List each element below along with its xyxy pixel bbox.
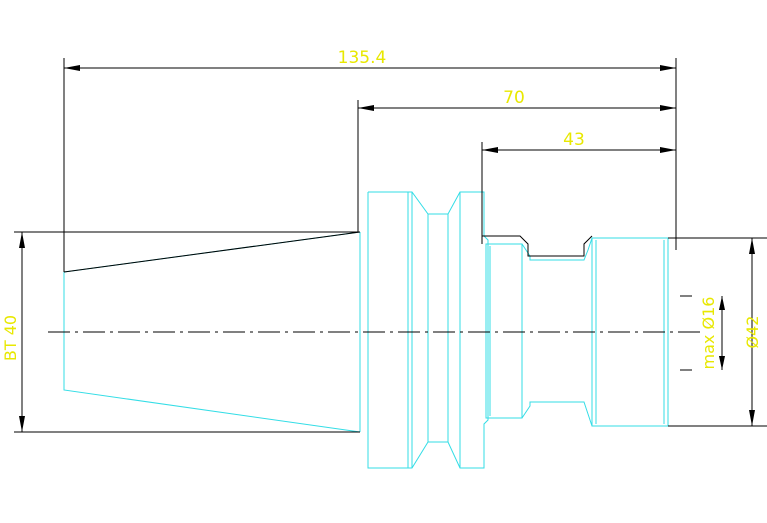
dim-max-bore: max Ø16 <box>680 295 725 371</box>
dim-overall-length: 135.4 <box>63 48 677 272</box>
dim-shank-diameter: Ø42 <box>668 237 767 427</box>
dim-shank-diameter-label: Ø42 <box>743 316 762 349</box>
part-outline <box>63 191 669 469</box>
taper-top-edge <box>63 231 361 273</box>
dim-flange-to-end-label: 70 <box>503 88 525 108</box>
dim-max-bore-label: max Ø16 <box>699 297 718 370</box>
taper-outline <box>63 231 361 433</box>
dim-shank-length-label: 43 <box>563 130 585 150</box>
dim-flange-to-end: 70 <box>357 88 676 232</box>
shank-top-edge <box>481 235 593 257</box>
dim-shank-length: 43 <box>481 130 676 244</box>
black-edges <box>63 231 593 273</box>
dim-overall-length-label: 135.4 <box>338 48 387 68</box>
flange-outline <box>367 191 489 469</box>
stud-neck <box>521 237 593 427</box>
dim-taper-label: BT 40 <box>1 315 20 361</box>
dim-taper: BT 40 <box>1 231 360 433</box>
stud-collar <box>485 243 523 419</box>
